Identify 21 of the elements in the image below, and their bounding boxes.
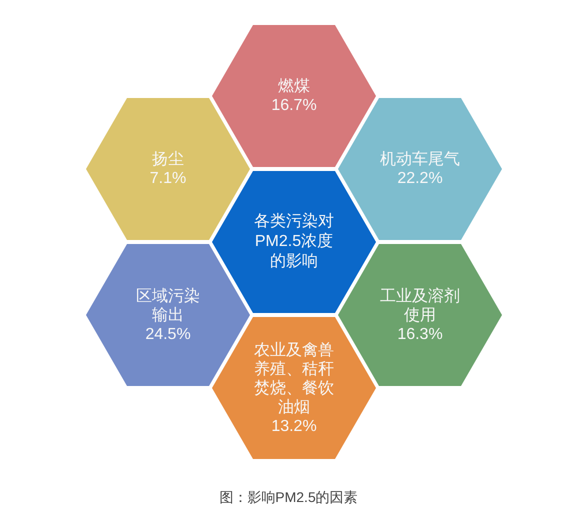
- hexagon: [86, 98, 250, 240]
- caption: 图：影响PM2.5的因素: [219, 489, 358, 505]
- category-label: 燃煤: [278, 77, 310, 96]
- topic-label: 各类污染对PM2.5浓度的影响: [253, 212, 335, 272]
- hexagon: [212, 317, 376, 459]
- hexagon: [338, 98, 502, 240]
- hexagon: [212, 25, 376, 167]
- percentage-label: 16.7%: [271, 96, 317, 115]
- percentage-label: 22.2%: [397, 169, 443, 188]
- percentage-label: 24.5%: [145, 324, 191, 344]
- category-label: 农业及禽兽养殖、秸秆焚烧、餐饮油烟: [253, 340, 335, 416]
- category-label: 区域污染输出: [135, 286, 201, 324]
- category-label: 工业及溶剂使用: [379, 286, 461, 324]
- percentage-label: 7.1%: [150, 169, 186, 188]
- center-hexagon: [212, 171, 376, 313]
- category-label: 扬尘: [152, 150, 184, 169]
- percentage-label: 16.3%: [397, 324, 443, 344]
- category-label: 机动车尾气: [380, 150, 460, 169]
- hexagon: [338, 244, 502, 386]
- percentage-label: 13.2%: [271, 416, 317, 436]
- hexagon: [86, 244, 250, 386]
